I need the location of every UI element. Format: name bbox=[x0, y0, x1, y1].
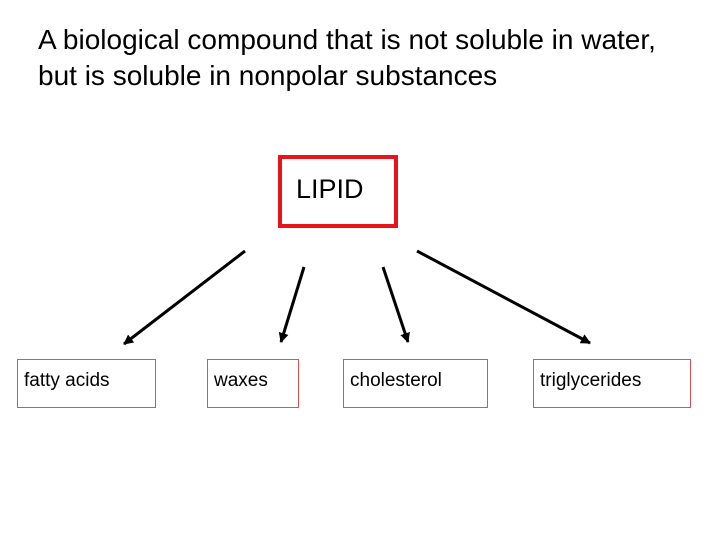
arrow-to-fatty-acids bbox=[123, 249, 246, 346]
lipid-root-label: LIPID bbox=[296, 174, 364, 204]
child-box-fatty-acids: fatty acids bbox=[17, 359, 156, 408]
child-box-waxes: waxes bbox=[207, 359, 299, 408]
child-box-triglycerides: triglycerides bbox=[533, 359, 691, 408]
child-label-cholesterol: cholesterol bbox=[350, 370, 442, 391]
child-label-fatty-acids: fatty acids bbox=[24, 370, 110, 391]
child-box-cholesterol: cholesterol bbox=[343, 359, 488, 408]
arrow-to-waxes bbox=[278, 266, 306, 343]
arrow-to-triglycerides bbox=[416, 249, 591, 345]
lipid-root-box: LIPID bbox=[278, 155, 398, 228]
child-label-triglycerides: triglycerides bbox=[540, 370, 642, 391]
child-label-waxes: waxes bbox=[214, 370, 268, 391]
slide-title: A biological compound that is not solubl… bbox=[38, 24, 656, 91]
arrow-to-cholesterol bbox=[381, 266, 410, 343]
